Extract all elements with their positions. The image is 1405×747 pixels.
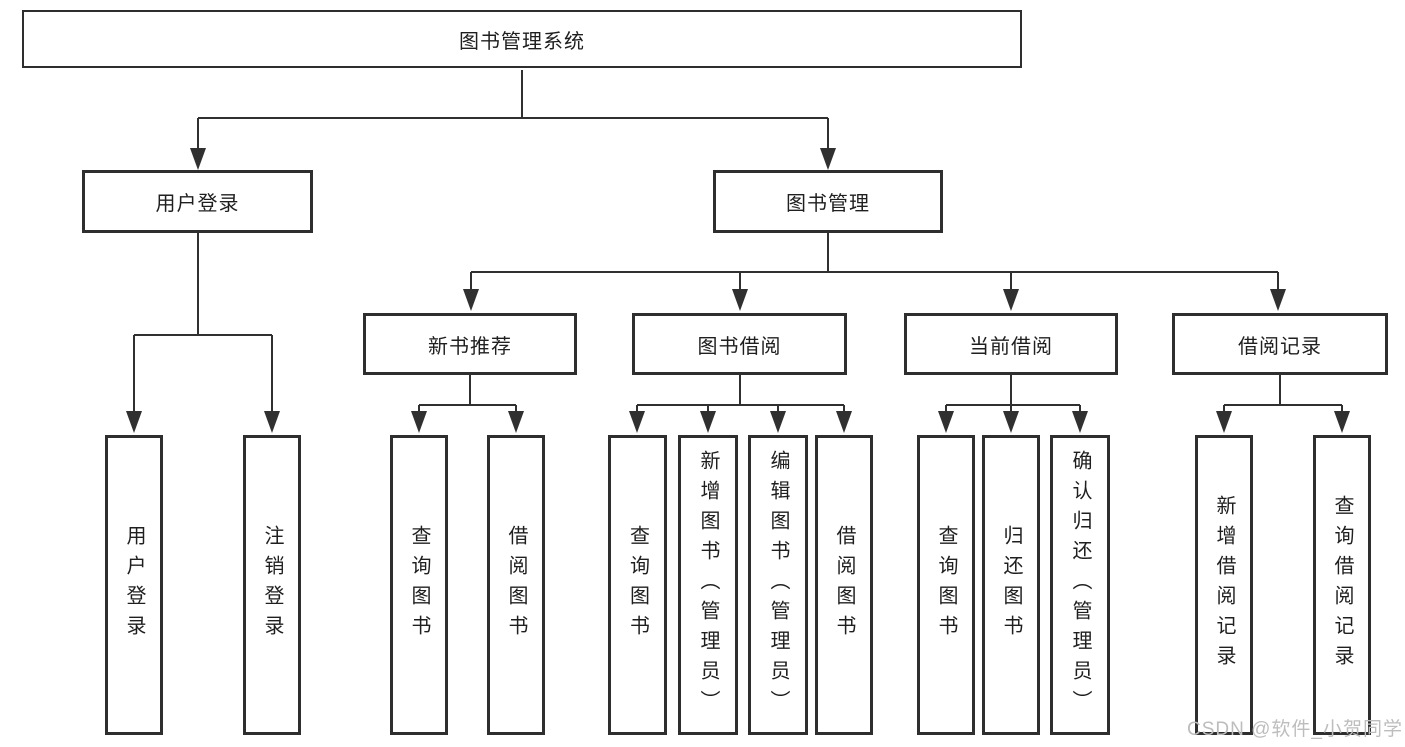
csdn-watermark: CSDN @软件_小贺同学 bbox=[1187, 719, 1403, 740]
leaf-label: 用户登录 bbox=[123, 525, 145, 645]
leaf-return-book: 归还图书 bbox=[982, 435, 1040, 735]
leaf-label: 查询图书 bbox=[935, 525, 957, 645]
node-book-borrow: 图书借阅 bbox=[632, 313, 847, 375]
leaf-borrow-books-recommend: 借阅图书 bbox=[487, 435, 545, 735]
leaf-query-borrow-record: 查询借阅记录 bbox=[1313, 435, 1371, 735]
leaf-query-books-borrow: 查询图书 bbox=[608, 435, 667, 735]
leaf-label: 编辑图书（管理员） bbox=[767, 450, 789, 720]
connector-current-borrow-to-leaves bbox=[938, 375, 1088, 433]
connector-book-management-to-level3 bbox=[463, 233, 1286, 311]
leaf-add-borrow-record: 新增借阅记录 bbox=[1195, 435, 1253, 735]
node-label: 当前借阅 bbox=[969, 335, 1053, 358]
leaf-label: 新增借阅记录 bbox=[1213, 495, 1235, 675]
leaf-label: 确认归还（管理员） bbox=[1069, 450, 1091, 720]
leaf-label: 查询图书 bbox=[408, 525, 430, 645]
node-user-login: 用户登录 bbox=[82, 170, 313, 233]
leaf-label: 新增图书（管理员） bbox=[697, 450, 719, 720]
node-borrow-records: 借阅记录 bbox=[1172, 313, 1388, 375]
node-library-management-system: 图书管理系统 bbox=[22, 10, 1022, 68]
leaf-label: 查询借阅记录 bbox=[1331, 495, 1353, 675]
leaf-label: 借阅图书 bbox=[833, 525, 855, 645]
node-label: 新书推荐 bbox=[428, 335, 512, 358]
node-current-borrow: 当前借阅 bbox=[904, 313, 1118, 375]
leaf-add-book-admin: 新增图书（管理员） bbox=[678, 435, 738, 735]
node-label: 图书借阅 bbox=[697, 335, 782, 358]
leaf-label: 归还图书 bbox=[1000, 525, 1022, 645]
leaf-logout: 注销登录 bbox=[243, 435, 301, 735]
node-label: 图书管理 bbox=[786, 193, 870, 215]
leaf-borrow-books: 借阅图书 bbox=[815, 435, 873, 735]
leaf-label: 注销登录 bbox=[261, 525, 283, 645]
leaf-query-books-current: 查询图书 bbox=[917, 435, 975, 735]
connector-book-borrow-to-leaves bbox=[629, 375, 852, 433]
connector-borrow-records-to-leaves bbox=[1216, 375, 1350, 433]
leaf-label: 借阅图书 bbox=[505, 525, 527, 645]
connector-new-book-recommend-to-leaves bbox=[411, 375, 524, 433]
node-label: 借阅记录 bbox=[1238, 335, 1322, 358]
leaf-user-login: 用户登录 bbox=[105, 435, 163, 735]
leaf-label: 查询图书 bbox=[626, 525, 649, 645]
node-label: 用户登录 bbox=[155, 193, 240, 215]
node-new-book-recommend: 新书推荐 bbox=[363, 313, 577, 375]
node-label: 图书管理系统 bbox=[459, 30, 585, 53]
leaf-edit-book-admin: 编辑图书（管理员） bbox=[748, 435, 808, 735]
leaf-confirm-return-admin: 确认归还（管理员） bbox=[1050, 435, 1110, 735]
leaf-query-books-recommend: 查询图书 bbox=[390, 435, 448, 735]
connector-root-to-level2 bbox=[190, 70, 836, 170]
node-book-management: 图书管理 bbox=[713, 170, 943, 233]
connector-user-login-to-leaves bbox=[126, 233, 280, 433]
